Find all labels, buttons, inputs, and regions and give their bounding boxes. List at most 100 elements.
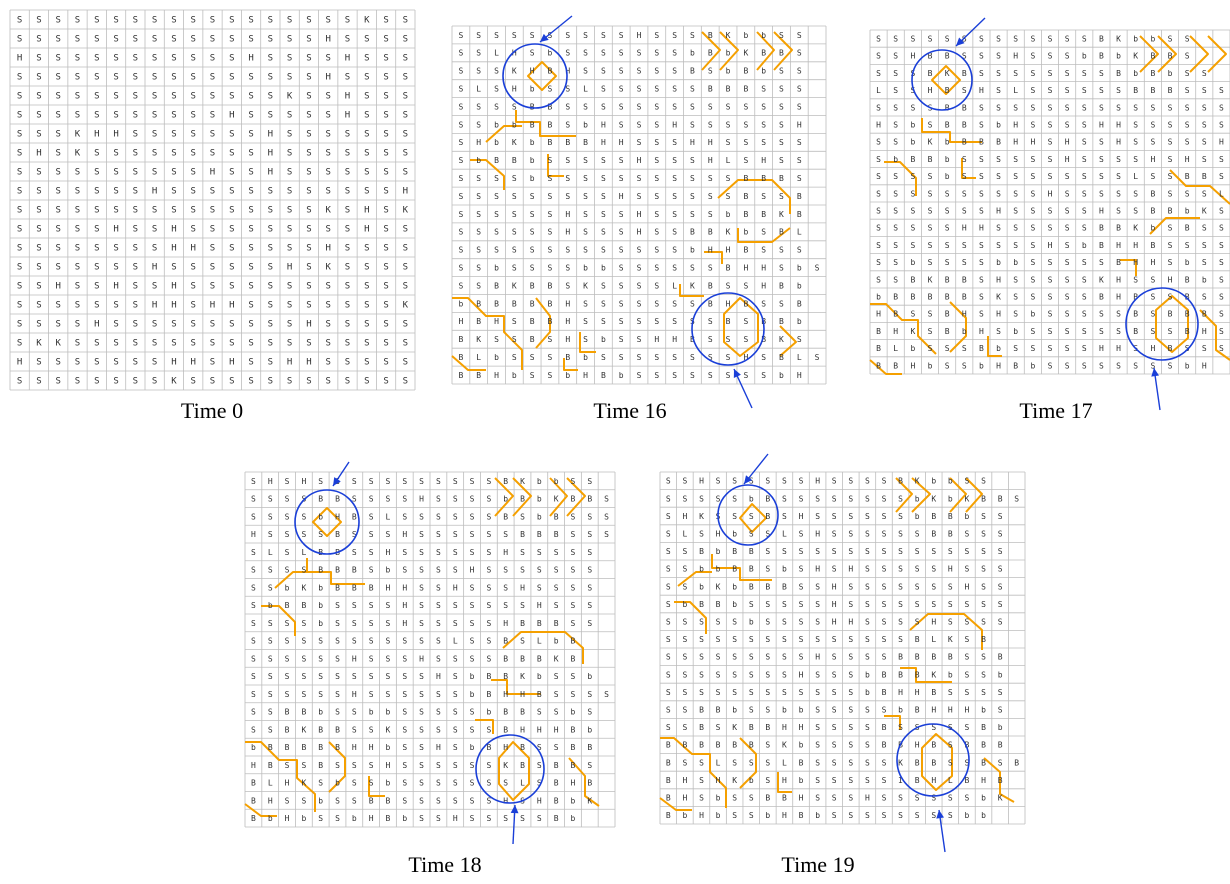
- cell-letter: S: [832, 565, 837, 574]
- cell-letter: S: [690, 85, 695, 94]
- cell-letter: S: [1185, 52, 1190, 61]
- cell-letter: S: [17, 282, 22, 292]
- cell-letter: B: [726, 85, 731, 94]
- cell-letter: B: [301, 743, 306, 752]
- cell-letter: S: [251, 583, 256, 592]
- cell-letter: S: [815, 353, 820, 362]
- cell-letter: B: [797, 299, 802, 308]
- cell-letter: S: [708, 335, 713, 344]
- cell-letter: S: [210, 16, 215, 26]
- cell-letter: S: [17, 35, 22, 45]
- cell-letter: S: [682, 477, 687, 486]
- cell-letter: B: [893, 310, 898, 319]
- cell-letter: S: [865, 653, 870, 662]
- cell-letter: H: [191, 244, 196, 254]
- cell-letter: S: [996, 172, 1001, 181]
- cell-letter: B: [537, 530, 542, 539]
- cell-letter: H: [1150, 344, 1155, 353]
- cell-letter: S: [1082, 310, 1087, 319]
- agent-path: [547, 154, 564, 177]
- cell-letter: S: [287, 168, 292, 178]
- cell-letter: B: [476, 371, 481, 380]
- cell-letter: S: [94, 358, 99, 368]
- cell-letter: S: [268, 566, 273, 575]
- cell-letter: S: [682, 547, 687, 556]
- cell-letter: S: [453, 654, 458, 663]
- grid-lines: [659, 471, 1026, 825]
- cell-letter: S: [672, 192, 677, 201]
- cell-letter: S: [799, 547, 804, 556]
- cell-letter: S: [749, 529, 754, 538]
- cell-letter: S: [797, 335, 802, 344]
- cell-letter: S: [436, 566, 441, 575]
- agent-path: [659, 797, 692, 811]
- cell-letter: S: [1219, 344, 1224, 353]
- cell-letter: b: [268, 601, 273, 610]
- cell-letter: S: [251, 725, 256, 734]
- cell-letter: S: [699, 688, 704, 697]
- cell-letter: S: [56, 92, 61, 102]
- cell-letter: B: [948, 653, 953, 662]
- cell-letter: S: [113, 111, 118, 121]
- agent-path: [245, 741, 316, 812]
- cell-letter: S: [682, 617, 687, 626]
- cell-letter: S: [893, 69, 898, 78]
- cell-letter: S: [1133, 361, 1138, 370]
- cell-letter: S: [797, 156, 802, 165]
- cell-letter: H: [512, 85, 517, 94]
- cell-letter: H: [306, 320, 311, 330]
- cell-letter: b: [910, 344, 915, 353]
- agent-paths: [869, 35, 1230, 375]
- cell-letter: S: [1219, 258, 1224, 267]
- cell-letter: B: [726, 317, 731, 326]
- cell-letter: S: [287, 35, 292, 45]
- cell-letter: S: [476, 31, 481, 40]
- cell-letter: B: [530, 335, 535, 344]
- cell-letter: S: [75, 225, 80, 235]
- cell-letter: H: [565, 335, 570, 344]
- cell-letter: S: [494, 210, 499, 219]
- cell-letter: L: [716, 758, 721, 767]
- cell-letter: S: [782, 494, 787, 503]
- cell-letter: S: [571, 690, 576, 699]
- cell-letter: b: [981, 811, 986, 820]
- cell-letter: H: [928, 86, 933, 95]
- cell-letter: B: [520, 761, 525, 770]
- cell-letter: H: [386, 548, 391, 557]
- agent-path: [498, 741, 530, 801]
- cell-letter: S: [436, 814, 441, 823]
- cell-letter: S: [1030, 69, 1035, 78]
- cell-letter: B: [1202, 172, 1207, 181]
- cell-letter: I: [898, 776, 903, 785]
- cell-letter: S: [402, 708, 407, 717]
- cell-letter: H: [171, 301, 176, 311]
- cell-letter: S: [893, 275, 898, 284]
- agent-path: [1149, 217, 1200, 235]
- cell-letter: B: [503, 708, 508, 717]
- cell-letter: H: [996, 310, 1001, 319]
- cell-letter: S: [928, 172, 933, 181]
- cell-letter: B: [571, 637, 576, 646]
- cell-letter: S: [318, 814, 323, 823]
- cell-letter: S: [403, 54, 408, 64]
- cell-letter: S: [306, 244, 311, 254]
- cell-letter: B: [910, 275, 915, 284]
- cell-letter: S: [402, 495, 407, 504]
- cell-letter: S: [171, 263, 176, 273]
- cell-letter: S: [301, 672, 306, 681]
- cell-letter: B: [486, 672, 491, 681]
- cell-letter: S: [749, 688, 754, 697]
- cell-letter: B: [765, 582, 770, 591]
- cell-letter: S: [882, 477, 887, 486]
- cell-letter: S: [352, 619, 357, 628]
- cell-letter: b: [1150, 224, 1155, 233]
- cell-letter: b: [682, 811, 687, 820]
- cell-letter: b: [699, 565, 704, 574]
- cell-letter: H: [335, 512, 340, 521]
- cell-letter: S: [965, 565, 970, 574]
- cell-letter: S: [251, 690, 256, 699]
- cell-letter: S: [876, 275, 881, 284]
- cell-letter: S: [402, 477, 407, 486]
- cell-letter: b: [503, 495, 508, 504]
